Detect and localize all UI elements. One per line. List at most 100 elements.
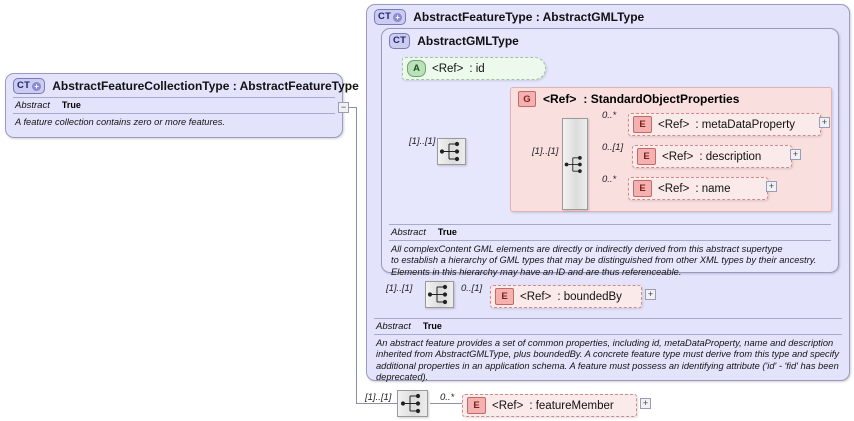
attribute-id-node[interactable]: A <Ref> : id [402, 57, 546, 80]
metadataproperty-cardinality: 0..* [602, 110, 617, 121]
element-icon: E [495, 288, 514, 305]
element-boundedby-node[interactable]: E <Ref> : boundedBy [490, 285, 642, 308]
abstract-value: True [422, 321, 442, 331]
abstract-label: Abstract [391, 227, 426, 238]
feature-abstract-row: Abstract True [367, 319, 849, 334]
feature-doc-strip: Abstract True An abstract feature provid… [367, 318, 849, 388]
metadataproperty-expander[interactable]: + [819, 117, 830, 128]
element-icon: E [467, 397, 486, 414]
abstract-value: True [437, 227, 457, 237]
expand-icon: + [821, 117, 828, 127]
sequence-icon [439, 141, 460, 162]
collapse-toggle[interactable]: − [338, 102, 349, 113]
gml-type-name: AbstractGMLType [417, 34, 519, 48]
abstract-label: Abstract [15, 100, 50, 111]
group-sequence-cardinality: [1]..[1] [532, 146, 559, 157]
abstract-feature-collection-type-box[interactable]: CT + AbstractFeatureCollectionType : Abs… [5, 73, 359, 138]
element-name: : featureMember [529, 399, 614, 412]
description-expander[interactable]: + [790, 149, 801, 160]
collection-documentation: A feature collection contains zero or mo… [15, 117, 225, 127]
feature-sequence-cardinality: [1]..[1] [386, 283, 413, 294]
attribute-icon-label: A [413, 62, 420, 74]
boundedby-cardinality: 0..[1] [461, 283, 483, 294]
expand-plus-icon: + [393, 12, 403, 22]
expand-icon: + [768, 181, 775, 191]
sequence-icon [400, 393, 421, 414]
line [430, 403, 462, 404]
divider [13, 97, 335, 98]
element-ref: <Ref> [520, 290, 552, 303]
element-featuremember-node[interactable]: E <Ref> : featureMember [462, 394, 637, 417]
boundedby-expander[interactable]: + [645, 289, 656, 300]
element-name: : metaDataProperty [695, 118, 796, 131]
feature-type-header: CT + AbstractFeatureType : AbstractGMLTy… [367, 5, 849, 28]
element-icon: E [633, 180, 652, 197]
complex-type-icon-label: CT [393, 35, 407, 47]
complex-type-icon: CT + [374, 9, 407, 25]
divider [389, 224, 831, 225]
gml-abstract-row: Abstract True [382, 225, 838, 240]
group-ref: <Ref> [543, 92, 577, 106]
featuremember-expander[interactable]: + [640, 398, 651, 409]
sequence-icon [427, 284, 448, 305]
group-icon-label: G [523, 93, 531, 105]
element-name: : name [695, 182, 731, 195]
element-description-node[interactable]: E <Ref> : description [632, 145, 792, 168]
divider [13, 113, 335, 114]
element-ref: <Ref> [662, 150, 694, 163]
element-icon: E [633, 116, 652, 133]
gml-doc-strip: Abstract True All complexContent GML ele… [382, 224, 838, 282]
group-name: : StandardObjectProperties [583, 92, 740, 106]
collection-sequence-compositor[interactable] [397, 390, 428, 417]
expand-icon: + [642, 398, 649, 408]
feature-type-name: AbstractFeatureType : AbstractGMLType [413, 10, 645, 24]
attribute-name: : id [469, 62, 485, 75]
gml-documentation: All complexContent GML elements are dire… [391, 244, 817, 277]
line [356, 107, 357, 403]
collection-abstract-row: Abstract True [6, 98, 342, 113]
collection-type-header: CT + AbstractFeatureCollectionType : Abs… [6, 74, 359, 97]
element-name: : boundedBy [557, 290, 622, 303]
line [344, 107, 356, 108]
divider [374, 318, 842, 319]
feature-sequence-compositor[interactable] [425, 281, 454, 308]
group-sequence-compositor[interactable] [562, 118, 588, 210]
feature-documentation: An abstract feature provides a set of co… [376, 338, 839, 383]
line [356, 403, 397, 404]
divider [389, 240, 831, 241]
complex-type-icon-label: CT [378, 11, 392, 23]
sequence-icon [564, 155, 582, 173]
element-ref: <Ref> [658, 118, 690, 131]
element-ref: <Ref> [658, 182, 690, 195]
gml-sequence-cardinality: [1]..[1] [409, 136, 436, 147]
abstract-label: Abstract [376, 321, 411, 332]
abstract-value: True [61, 100, 81, 110]
name-expander[interactable]: + [766, 181, 777, 192]
element-icon-label: E [643, 150, 650, 162]
element-icon-label: E [473, 399, 480, 411]
element-name-node[interactable]: E <Ref> : name [628, 177, 768, 200]
gml-type-header: CT AbstractGMLType [382, 29, 838, 52]
expand-icon: + [647, 289, 654, 299]
name-cardinality: 0..* [602, 174, 617, 185]
element-icon-label: E [639, 182, 646, 194]
description-cardinality: 0..[1] [602, 142, 624, 153]
gml-sequence-compositor[interactable] [437, 138, 466, 165]
attribute-icon: A [407, 60, 426, 77]
element-name: : description [699, 150, 762, 163]
element-metadataproperty-node[interactable]: E <Ref> : metaDataProperty [628, 113, 821, 136]
expand-plus-icon: + [32, 81, 42, 91]
element-icon-label: E [501, 290, 508, 302]
complex-type-icon-label: CT [17, 80, 31, 92]
group-icon: G [518, 91, 536, 107]
expand-icon: + [792, 149, 799, 159]
element-icon-label: E [639, 118, 646, 130]
collection-type-name: AbstractFeatureCollectionType : Abstract… [52, 79, 359, 93]
element-ref: <Ref> [492, 399, 524, 412]
element-icon: E [637, 148, 656, 165]
complex-type-icon: CT [389, 33, 411, 49]
complex-type-icon: CT + [13, 78, 46, 94]
collection-sequence-cardinality: [1]..[1] [365, 392, 392, 403]
divider [374, 334, 842, 335]
attribute-ref: <Ref> [432, 62, 464, 75]
